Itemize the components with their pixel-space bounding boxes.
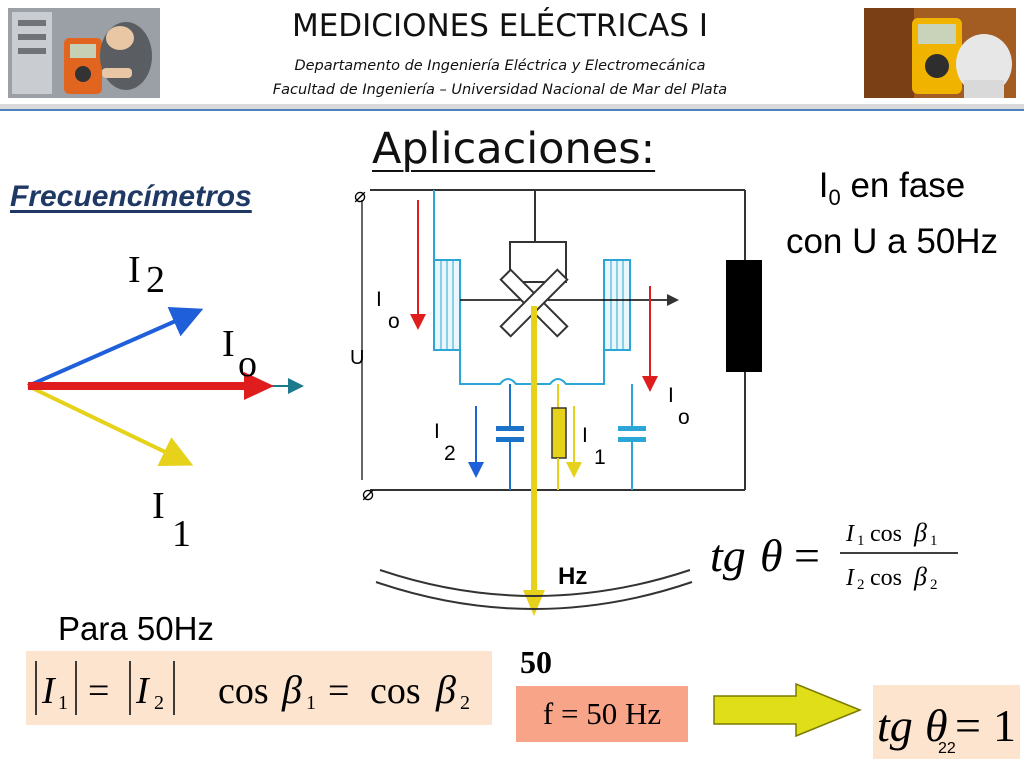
note-line1-text: en fase [840, 166, 966, 205]
den-beta-sub: 2 [930, 577, 938, 593]
capacitor-left-plate [496, 437, 524, 442]
result-value: 1 [993, 700, 1016, 751]
result-equals: = [955, 700, 981, 751]
den-i-sub: 2 [857, 577, 865, 593]
capacitor-left [496, 426, 524, 431]
label-io-right-main: I [668, 384, 674, 407]
result-tg: tg [877, 700, 913, 751]
result-arrow-icon [713, 682, 862, 738]
cos-2: cos [370, 670, 421, 712]
scale-unit: Hz [558, 563, 587, 590]
frequency-meter-circuit: ⌀ ⌀ U I o I o I 2 I 1 [350, 185, 762, 616]
scale-arc-inner [379, 569, 691, 597]
formula-equals: = [794, 530, 820, 581]
num-beta: β [913, 518, 927, 547]
label-i1-sub: 1 [594, 446, 606, 469]
header-photo-right [864, 8, 1016, 98]
abs-i1: I [41, 670, 57, 712]
result-formula: tg θ = 1 [877, 700, 1016, 751]
num-cos: cos [870, 521, 902, 547]
branch-i1-element [551, 407, 567, 459]
multimeter-photo-icon [8, 8, 160, 98]
crossed-vanes [499, 268, 569, 338]
cos-1: cos [218, 670, 269, 712]
resistor [726, 260, 762, 372]
label-i1-sub: 1 [172, 513, 191, 555]
tangent-formula: tg θ = I 1 cos β 1 I 2 cos β 2 [710, 518, 958, 593]
note-i: I [818, 166, 829, 205]
frequency-text: f = 50 Hz [542, 696, 662, 731]
phasor-diagram: I 2 I o I 1 [27, 249, 304, 555]
slide-title: Aplicaciones: [372, 124, 656, 174]
label-io-main: I [222, 323, 235, 365]
phase-note: I0 en fase con U a 50Hz [760, 164, 1024, 264]
header-divider-accent [0, 109, 1024, 111]
num-i-sub: 1 [857, 533, 865, 549]
formula-tg: tg [710, 530, 746, 581]
label-i2-main: I [128, 249, 141, 291]
terminal-bottom: ⌀ [362, 483, 374, 505]
phasor-i1 [27, 384, 194, 467]
abs-i2-sub: 2 [154, 692, 164, 714]
abs-i2: I [135, 670, 151, 712]
capacitor-right [618, 426, 646, 431]
magnitude-formula-box: I 1 = I 2 cos β 1 = cos β 2 [26, 651, 492, 725]
abs-i1-sub: 1 [58, 692, 68, 714]
result-formula-box: tg θ = 1 [873, 685, 1020, 759]
beta-2-sub: 2 [460, 692, 470, 714]
result-theta: θ [925, 700, 948, 751]
header-divider [0, 104, 1024, 109]
multimeter-hand-photo-icon [864, 8, 1016, 98]
faculty-subtitle: Facultad de Ingeniería – Universidad Nac… [272, 82, 728, 98]
section-title: Frecuencímetros [10, 180, 252, 213]
label-io-left-main: I [376, 288, 382, 311]
label-io-right-sub: o [678, 406, 690, 429]
terminal-top: ⌀ [354, 185, 366, 207]
scale-arc-outer [375, 581, 693, 610]
beta-1-sub: 1 [306, 692, 316, 714]
fifty-value: 50 [520, 644, 552, 680]
needle-tip [523, 590, 545, 616]
header-photo-left [8, 8, 160, 98]
beta-1: β [281, 667, 302, 712]
mag-equals-2: = [328, 670, 349, 712]
label-i1-main: I [152, 485, 165, 527]
den-beta: β [913, 562, 927, 591]
course-title: MEDICIONES ELÉCTRICAS I [291, 8, 709, 44]
label-u: U [350, 347, 364, 369]
capacitor-right-plate [618, 437, 646, 442]
phasor-i2 [27, 307, 204, 388]
department-subtitle: Departamento de Ingeniería Eléctrica y E… [294, 58, 706, 74]
mechanism-frame [509, 241, 567, 283]
beta-2: β [435, 667, 456, 712]
label-io-sub: o [238, 343, 257, 385]
label-i1-main: I [582, 424, 588, 447]
label-i2-main: I [434, 420, 440, 443]
phasor-io-arrowhead [244, 372, 274, 400]
mag-equals: = [88, 670, 109, 712]
page-number: 22 [938, 740, 956, 757]
num-beta-sub: 1 [930, 533, 938, 549]
label-i2-sub: 2 [146, 259, 165, 301]
magnitude-formula: I 1 = I 2 cos β 1 = cos β 2 [35, 661, 470, 715]
formula-theta: θ [760, 530, 783, 581]
note-line2: con U a 50Hz [785, 222, 999, 261]
num-i: I [845, 521, 855, 547]
note-i-sub: 0 [828, 185, 841, 210]
den-cos: cos [870, 565, 902, 591]
para-50hz: Para 50Hz [58, 610, 214, 647]
den-i: I [845, 565, 855, 591]
label-io-left-sub: o [388, 310, 400, 333]
label-i2-sub: 2 [444, 442, 456, 465]
frequency-box: f = 50 Hz [516, 686, 688, 742]
